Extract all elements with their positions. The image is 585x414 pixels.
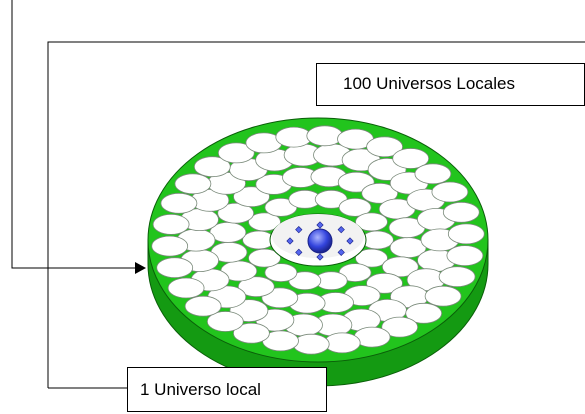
local-universe-cell: [233, 186, 270, 208]
satellite-object: [295, 248, 303, 256]
local-universe-cell: [366, 272, 403, 294]
local-universe-cell: [217, 142, 255, 164]
center-sphere: [307, 228, 333, 254]
satellite-object: [316, 253, 324, 261]
satellite-object: [316, 221, 324, 229]
local-universe-cell: [193, 156, 231, 178]
local-universe-cell: [446, 245, 484, 267]
arrow-head-icon: [135, 262, 146, 274]
local-universe-cell: [381, 256, 419, 278]
local-universe-cell: [323, 332, 361, 354]
local-universe-cell: [160, 192, 198, 214]
local-universe-cell: [152, 213, 190, 235]
local-universe-cell: [264, 263, 298, 283]
local-universe-cell: [355, 248, 388, 268]
local-universe-cell: [355, 212, 388, 232]
local-universe-cell: [424, 285, 462, 307]
label-100-local-universes: 100 Universos Locales: [316, 63, 585, 106]
local-universe-cell: [275, 126, 313, 148]
local-universe-cell: [361, 182, 399, 204]
local-universe-cells: [151, 125, 485, 355]
left-pointer-line: [11, 0, 138, 269]
local-universe-cell: [306, 125, 344, 147]
satellite-object: [346, 237, 354, 245]
satellite-object: [337, 226, 345, 234]
local-universe-cell: [442, 201, 480, 223]
local-universe-cell: [167, 277, 205, 299]
local-universe-cell: [438, 266, 476, 288]
local-universe-cell: [237, 276, 275, 298]
local-universe-cell: [184, 295, 222, 317]
satellite-group: [286, 221, 354, 261]
local-universe-cell: [292, 333, 330, 355]
local-universe-cell: [217, 202, 255, 224]
local-universe-cell: [248, 248, 281, 268]
local-universe-cell: [366, 136, 404, 158]
local-universe-cell: [405, 302, 443, 324]
local-universe-cell: [414, 163, 452, 185]
local-universe-cell: [232, 322, 270, 344]
local-universe-cell: [392, 148, 430, 169]
connector-lines: [11, 0, 585, 389]
local-universe-cell: [381, 316, 419, 338]
galaxy-disc: [147, 117, 489, 387]
satellite-object: [337, 248, 345, 256]
label-1-local-universe: 1 Universo local: [127, 367, 327, 412]
outer-bracket-line: [47, 41, 585, 388]
local-universe-cell: [447, 223, 485, 245]
local-universe-cell: [151, 235, 189, 257]
satellite-object: [295, 226, 303, 234]
local-universe-cell: [431, 181, 469, 203]
local-universe-cell: [206, 311, 244, 332]
local-universe-cell: [248, 212, 281, 232]
local-universe-cell: [338, 197, 372, 217]
local-universe-cell: [174, 173, 212, 195]
local-universe-cell: [156, 257, 194, 279]
satellite-object: [286, 237, 294, 245]
